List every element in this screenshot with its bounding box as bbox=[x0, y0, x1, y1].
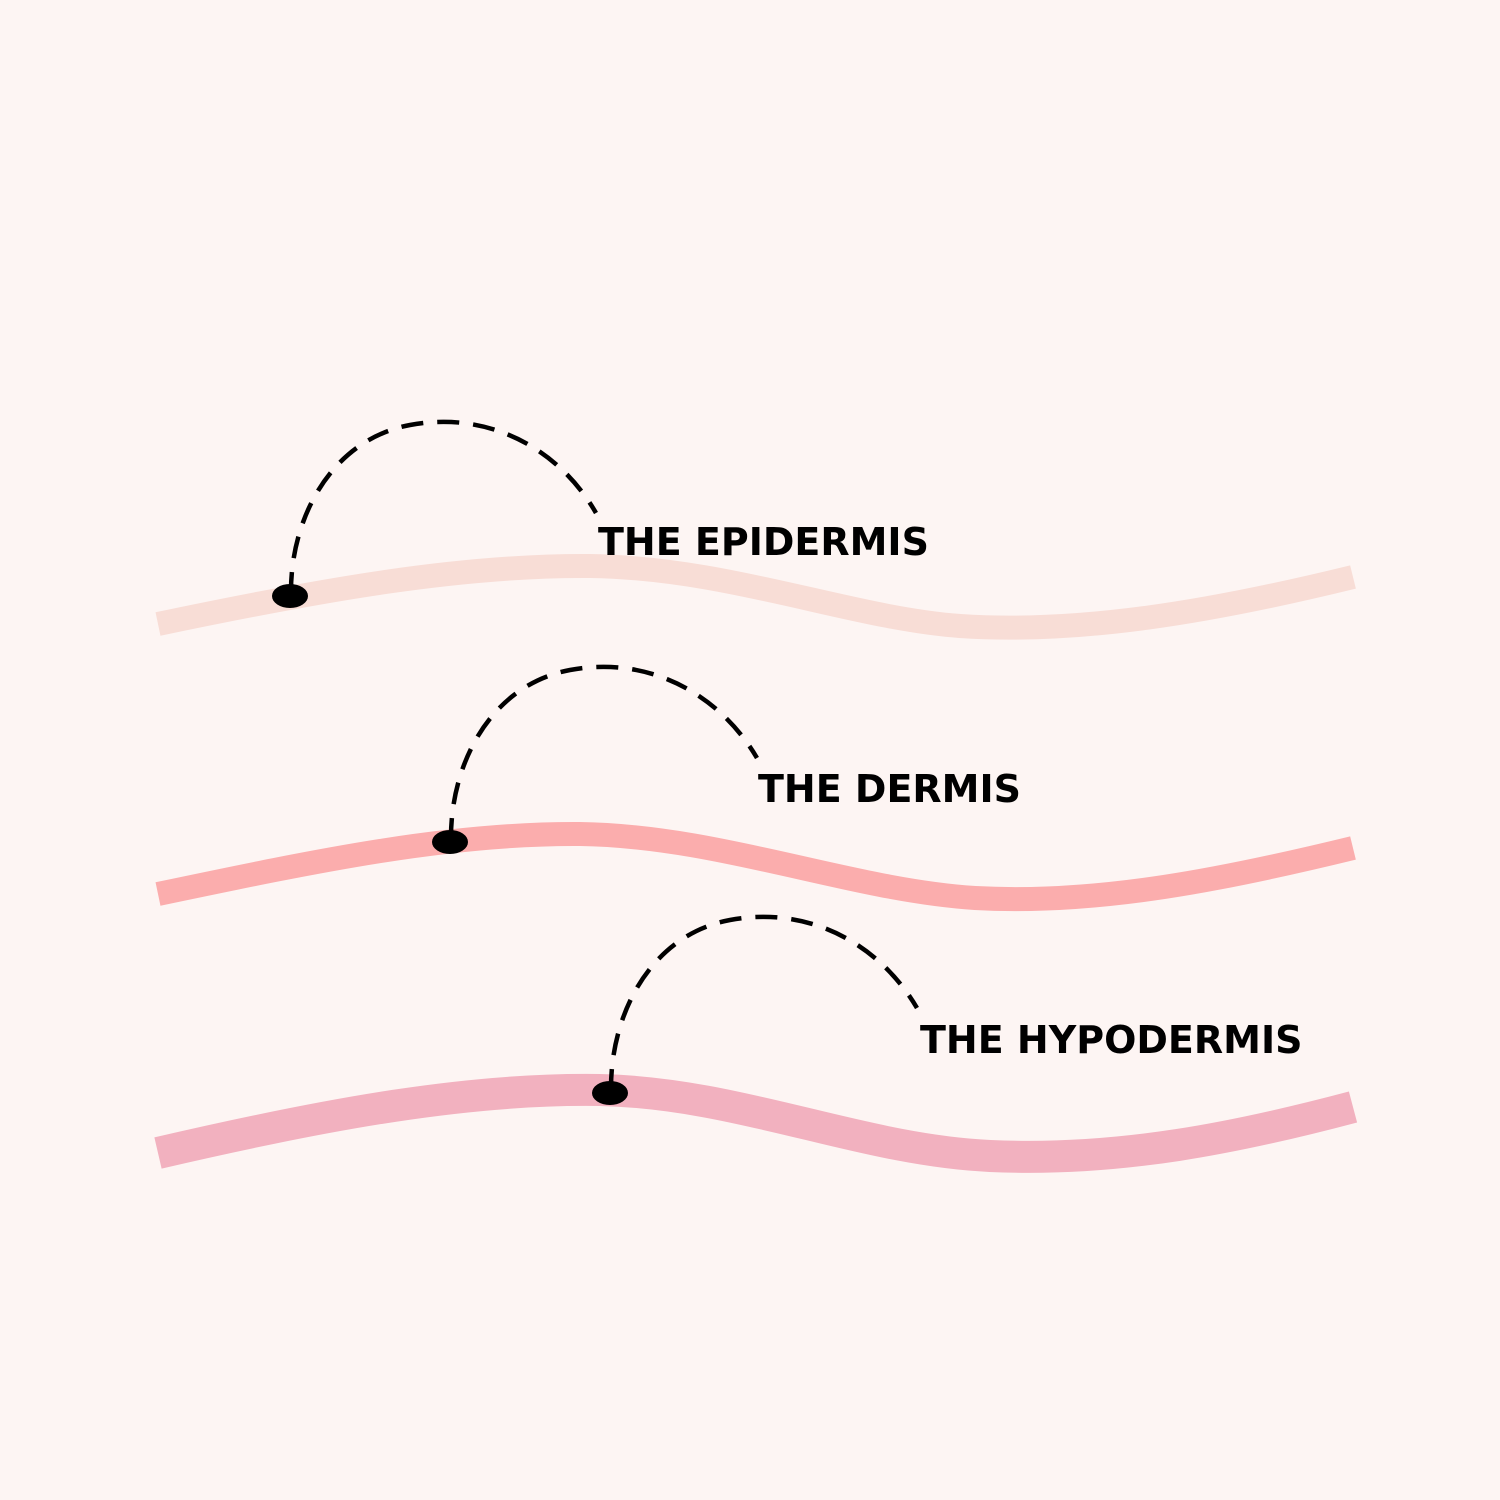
epidermis-line bbox=[155, 553, 1356, 640]
dermis-marker-dot bbox=[432, 830, 468, 854]
hypodermis-leader-line bbox=[608, 914, 919, 1092]
hypodermis-line bbox=[154, 1073, 1358, 1173]
epidermis-leader-line bbox=[288, 419, 598, 595]
dermis-line bbox=[155, 821, 1356, 912]
hypodermis-marker-dot bbox=[592, 1081, 628, 1105]
dermis-label: THE DERMIS bbox=[758, 767, 1021, 811]
hypodermis-label: THE HYPODERMIS bbox=[920, 1018, 1302, 1062]
epidermis-layer: THE EPIDERMIS bbox=[155, 419, 1356, 640]
epidermis-marker-dot bbox=[272, 584, 308, 608]
dermis-layer: THE DERMIS bbox=[155, 664, 1356, 912]
dermis-leader-line bbox=[448, 664, 759, 841]
epidermis-label: THE EPIDERMIS bbox=[598, 520, 929, 564]
hypodermis-layer: THE HYPODERMIS bbox=[154, 914, 1358, 1173]
